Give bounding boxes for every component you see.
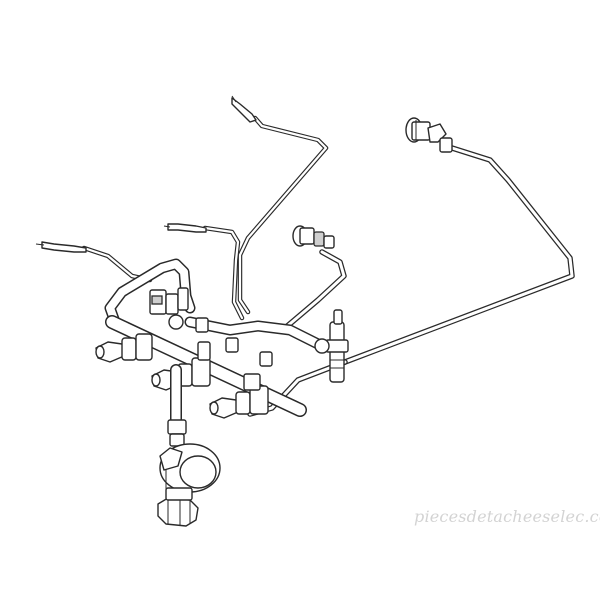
ramp-end-valve bbox=[314, 309, 349, 383]
center-connector-pipe bbox=[282, 249, 347, 331]
top-thermocouple-line bbox=[237, 115, 329, 315]
valve-group-top bbox=[149, 287, 189, 330]
regulator-feed-pipe bbox=[167, 364, 187, 447]
center-hose-fitting bbox=[292, 225, 335, 249]
top-right-hose-connector bbox=[405, 117, 453, 153]
left-injector bbox=[95, 333, 153, 363]
right-long-pipe bbox=[247, 145, 575, 417]
site-watermark: piecesdetacheeselec.com bbox=[414, 507, 600, 526]
right-injector bbox=[209, 373, 269, 419]
ramp-top-fittings bbox=[195, 317, 273, 367]
pressure-regulator bbox=[159, 443, 221, 493]
middle-thermocouple-line bbox=[202, 225, 245, 321]
regulator-inlet-nut bbox=[157, 487, 199, 527]
thermocouple-tips bbox=[35, 95, 257, 253]
